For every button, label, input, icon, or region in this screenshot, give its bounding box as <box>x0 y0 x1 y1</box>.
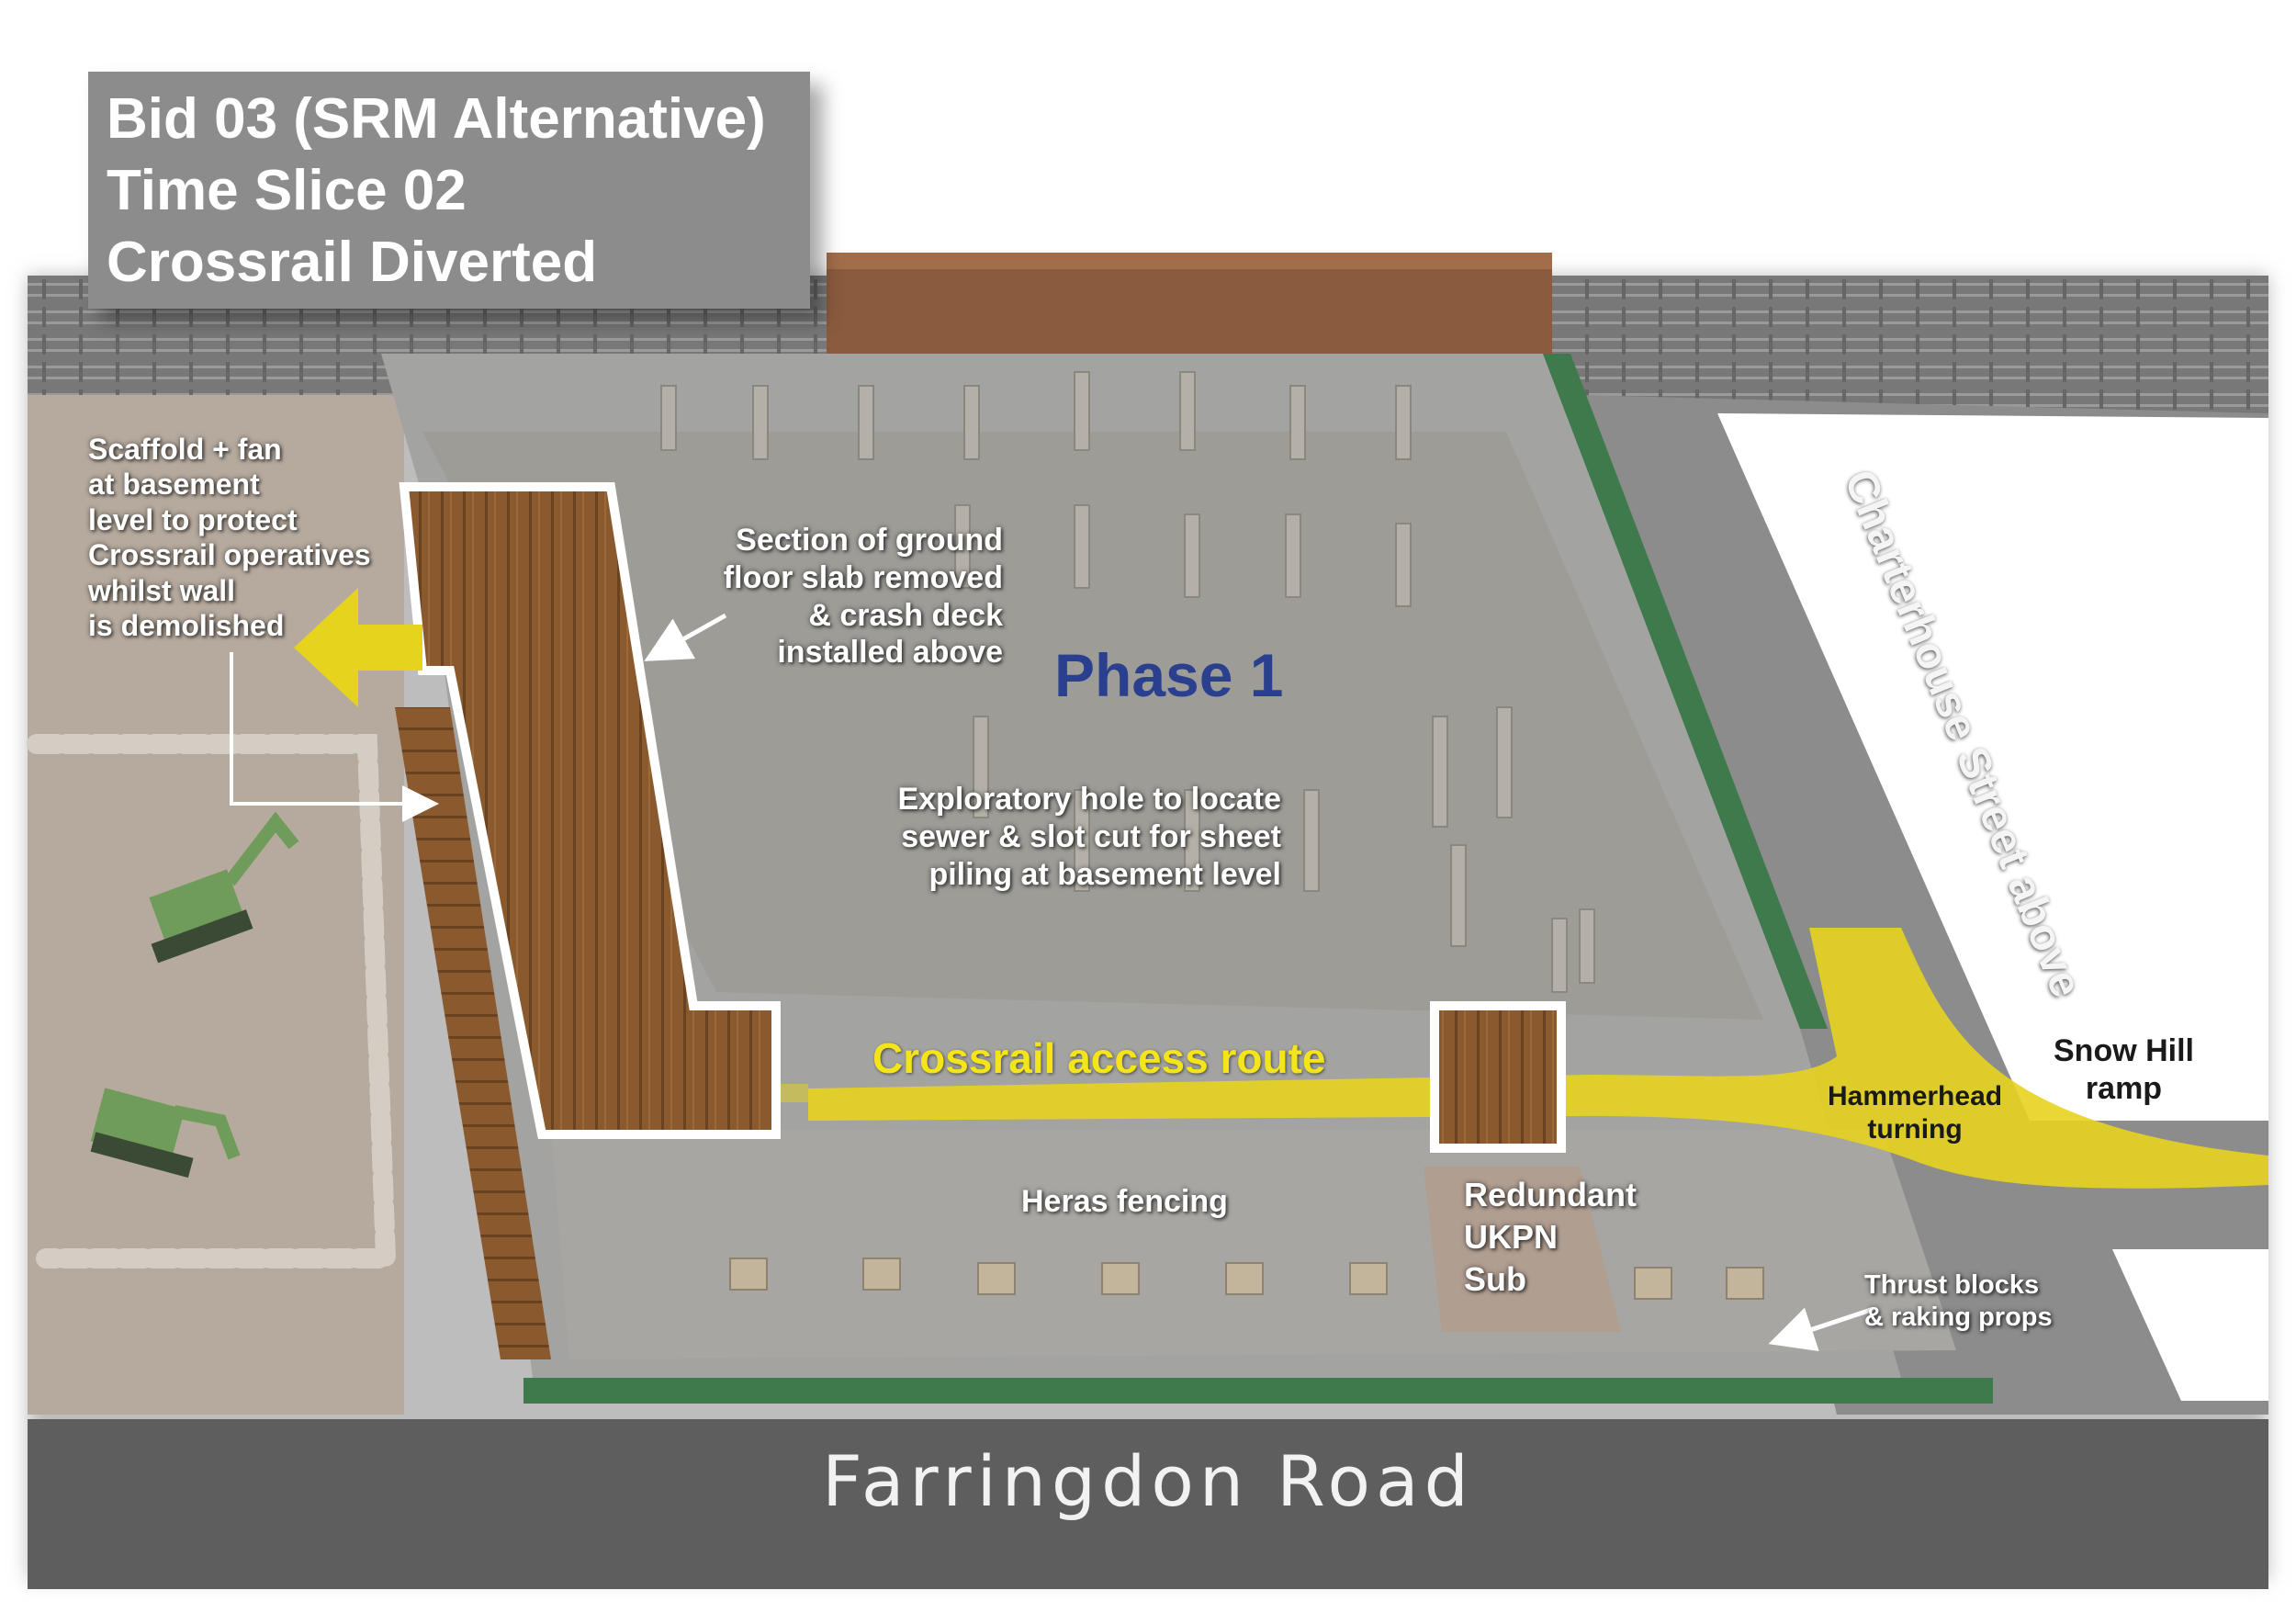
title-line-1: Bid 03 (SRM Alternative) <box>107 87 766 151</box>
title-box: Bid 03 (SRM Alternative) Time Slice 02 C… <box>88 72 810 309</box>
farringdon-road <box>28 1419 2268 1589</box>
crossrail-access-route <box>808 928 2268 1189</box>
lower-bay <box>551 1130 1956 1359</box>
title-line-3: Crossrail Diverted <box>107 231 598 294</box>
snow-hill-note: Snow Hill ramp <box>2054 1033 2194 1106</box>
excavator-icon <box>149 811 299 964</box>
slab-section-note: Section of ground floor slab removed & c… <box>723 523 1003 671</box>
railway-right <box>1543 276 2268 413</box>
scaffold-strip <box>395 707 551 1359</box>
heras-fencing-label: Heras fencing <box>1021 1184 1228 1219</box>
scaffold-arrow-icon <box>294 588 422 707</box>
access-route-label: Crossrail access route <box>872 1034 1326 1082</box>
thrust-blocks-note: Thrust blocks & raking props <box>1864 1270 2053 1332</box>
crash-deck <box>399 482 781 1139</box>
farringdon-road-label: Farringdon Road <box>822 1440 1474 1522</box>
hammerhead-note: Hammerhead turning <box>1828 1081 2003 1145</box>
ukpn-sub-enclosure <box>1424 1167 1621 1332</box>
exploratory-note: Exploratory hole to locate sewer & slot … <box>897 782 1281 892</box>
ukpn-note: Redundant UKPN Sub <box>1464 1176 1637 1299</box>
columns <box>660 371 1595 993</box>
title-line-2: Time Slice 02 <box>107 159 467 222</box>
slab-callout-arrow <box>644 613 727 661</box>
hoarding-right <box>1543 354 1828 1029</box>
thrust-callout-arrow <box>1768 1306 1874 1352</box>
excavation-boundary <box>27 734 397 1269</box>
excavator-icon <box>90 1088 241 1179</box>
scaffold-note: Scaffold + fan at basement level to prot… <box>88 433 371 642</box>
white-road-upper <box>1717 413 2268 1121</box>
phase1-area <box>422 432 1763 1020</box>
phase-label: Phase 1 <box>1054 641 1284 709</box>
scaffold-callout-line <box>230 652 439 822</box>
hoarding-bottom <box>523 1378 1993 1404</box>
thrust-blocks <box>729 1257 1764 1300</box>
brick-building <box>827 253 1552 354</box>
white-road-lower <box>2112 1249 2268 1401</box>
ukpn-deck <box>1430 1001 1566 1153</box>
